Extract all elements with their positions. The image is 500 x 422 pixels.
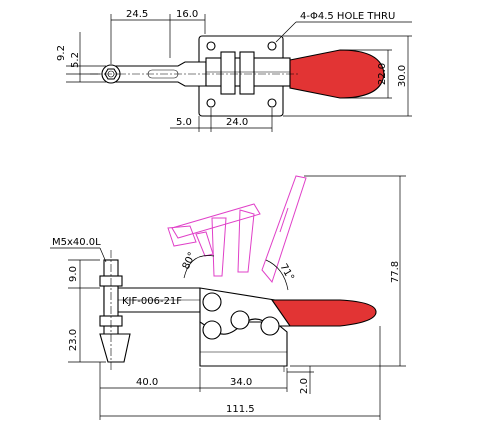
pivot-pin	[202, 320, 222, 340]
pivot-pin	[230, 310, 250, 330]
top-view: 24.5 16.0 4-Φ4.5 HOLE THRU 9.2 5.2 22.0 …	[56, 9, 412, 132]
dim-5-0: 5.0	[176, 117, 192, 128]
dim-9-2: 9.2	[56, 45, 67, 61]
open-position-ghost	[167, 175, 307, 284]
dim-30-0: 30.0	[397, 65, 408, 87]
side-view: KJF-006-21F M5x40.0L 9.0 23.0 40.0 34.0	[50, 175, 406, 420]
mount-hole	[206, 98, 216, 108]
dim-40-0: 40.0	[136, 377, 158, 388]
link-bar	[220, 51, 236, 95]
dim-111-5: 111.5	[226, 404, 255, 415]
hole-note: 4-Φ4.5 HOLE THRU	[300, 11, 395, 22]
thread-spec: M5x40.0L	[52, 237, 101, 248]
dim-34-0: 34.0	[230, 377, 252, 388]
mount-hole	[206, 41, 216, 51]
pivot-pin	[260, 316, 280, 336]
dim-16-0: 16.0	[176, 9, 198, 20]
link-bar	[239, 51, 255, 95]
arc-71	[265, 259, 289, 291]
dim-23-0: 23.0	[68, 329, 79, 351]
dim-24-0: 24.0	[226, 117, 248, 128]
dim-5-2: 5.2	[70, 52, 81, 68]
angle-71: 71°	[277, 262, 295, 283]
angle-80: 80°	[181, 251, 198, 272]
mount-hole	[267, 41, 277, 51]
handle-side	[270, 299, 377, 327]
dim-77-8: 77.8	[390, 261, 401, 283]
pivot-pin	[202, 292, 222, 312]
dim-9-0: 9.0	[68, 266, 79, 282]
spindle-bolt-side	[103, 259, 119, 343]
rubber-tip	[99, 333, 131, 363]
dim-22-0: 22.0	[377, 63, 388, 85]
mount-hole	[267, 98, 277, 108]
model-label: KJF-006-21F	[122, 296, 182, 307]
arc-80	[183, 255, 215, 279]
handle-top	[289, 49, 385, 99]
dim-2-0: 2.0	[299, 378, 310, 394]
dim-24-5: 24.5	[126, 9, 148, 20]
